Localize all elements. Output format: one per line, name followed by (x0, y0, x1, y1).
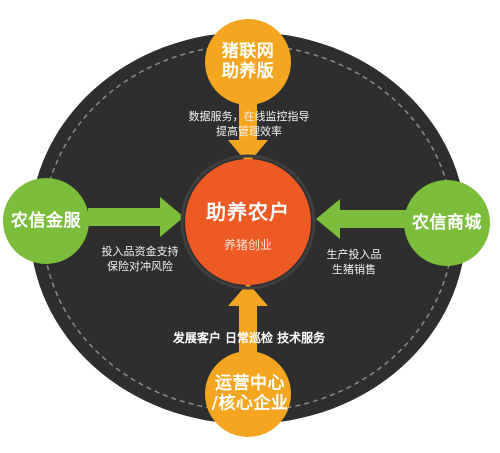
node-left-circle (3, 178, 89, 264)
node-right-label: 农信商城 (412, 212, 482, 233)
edge-left-line2: 保险对冲风险 (107, 260, 173, 273)
edge-right-label: 生产投入品 生猪销售 (327, 248, 382, 278)
node-bottom-line2: /核心企业 (211, 394, 289, 414)
edge-right-line2: 生猪销售 (332, 263, 376, 276)
node-top-line2: 助养版 (221, 62, 275, 82)
node-bottom-line1: 运营中心 (215, 373, 285, 394)
edge-top-label: 数据服务，在线监控指导 提高管理效率 (189, 110, 310, 140)
node-top-label: 猪联网 助养版 (222, 42, 275, 83)
arrow-right (316, 199, 412, 239)
edge-right-line1: 生产投入品 (326, 248, 382, 262)
node-top-circle (205, 19, 291, 105)
edge-top-line1: 数据服务，在线监控指导 (188, 110, 310, 124)
node-right-circle (404, 180, 490, 266)
edge-bottom-label: 发展客户 日常巡检 技术服务 (172, 330, 326, 345)
node-left-label: 农信金服 (11, 210, 81, 231)
node-top-line1: 猪联网 (221, 41, 275, 62)
center-circle (185, 159, 311, 285)
edge-left-label: 投入品资金支持 保险对冲风险 (102, 245, 179, 275)
center-subtitle: 养猪创业 (223, 237, 273, 252)
center-title: 助养农户 (206, 200, 290, 224)
edge-left-line1: 投入品资金支持 (101, 245, 179, 259)
edge-top-line2: 提高管理效率 (216, 125, 282, 138)
arrow-bottom (228, 283, 268, 364)
node-bottom-circle (205, 351, 291, 437)
arrow-left (88, 197, 184, 237)
node-bottom-label: 运营中心 /核心企业 (212, 374, 289, 415)
center-circle-ring (180, 154, 316, 290)
